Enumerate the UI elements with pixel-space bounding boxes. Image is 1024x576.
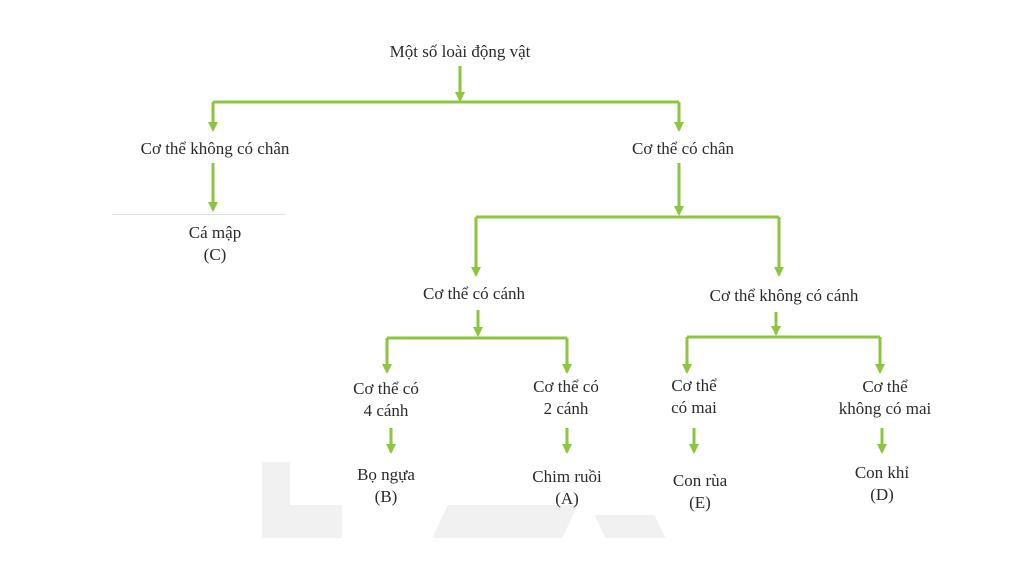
node-text-line: không có mai (838, 399, 932, 418)
node-text-line: Cơ thể có (533, 377, 599, 396)
node-text-line: Cơ thể có cánh (423, 284, 525, 303)
node-four-wings: Cơ thể có 4 cánh (353, 378, 419, 422)
node-two-wings: Cơ thể có 2 cánh (533, 376, 599, 420)
node-shell: Cơ thể có mai (671, 375, 717, 419)
node-text-line: Cơ thể (671, 376, 717, 395)
node-legs: Cơ thể có chân (632, 138, 734, 160)
node-text-line: có mai (671, 398, 717, 417)
node-no-legs: Cơ thể không có chân (141, 138, 290, 160)
node-text-line: 4 cánh (363, 401, 409, 420)
node-text-line: Con rùa (672, 471, 728, 490)
node-monkey: Con khỉ (D) (855, 462, 909, 506)
node-text-line: (E) (689, 493, 711, 512)
node-text-line: Một số loài động vật (389, 42, 531, 61)
node-shark: Cá mập (C) (189, 222, 241, 266)
node-text-line: (D) (870, 485, 894, 504)
watermark-shape (262, 505, 342, 538)
node-text-line: Cơ thể có chân (632, 139, 734, 158)
node-root: Một số loài động vật (390, 41, 531, 63)
node-no-wings: Cơ thể không có cánh (710, 285, 859, 307)
node-turtle: Con rùa (E) (673, 470, 727, 514)
node-text-line: (A) (555, 489, 579, 508)
node-text-line: (B) (374, 487, 398, 506)
node-text-line: (C) (203, 245, 227, 264)
node-text-line: Cơ thể có (353, 379, 419, 398)
node-text-line: Bọ ngựa (357, 465, 415, 484)
node-text-line: Cơ thể (862, 377, 908, 396)
node-text-line: Cơ thể không có chân (140, 139, 290, 158)
node-text-line: Con khỉ (854, 463, 910, 482)
node-wings: Cơ thể có cánh (423, 283, 525, 305)
divider-line (112, 214, 286, 215)
node-text-line: Chim ruồi (532, 467, 602, 486)
node-text-line: Cá mập (188, 223, 242, 242)
node-text-line: 2 cánh (543, 399, 589, 418)
node-no-shell: Cơ thể không có mai (839, 376, 932, 420)
node-text-line: Cơ thể không có cánh (709, 286, 859, 305)
node-hummingbird: Chim ruồi (A) (532, 466, 601, 510)
node-mantis: Bọ ngựa (B) (357, 464, 415, 508)
